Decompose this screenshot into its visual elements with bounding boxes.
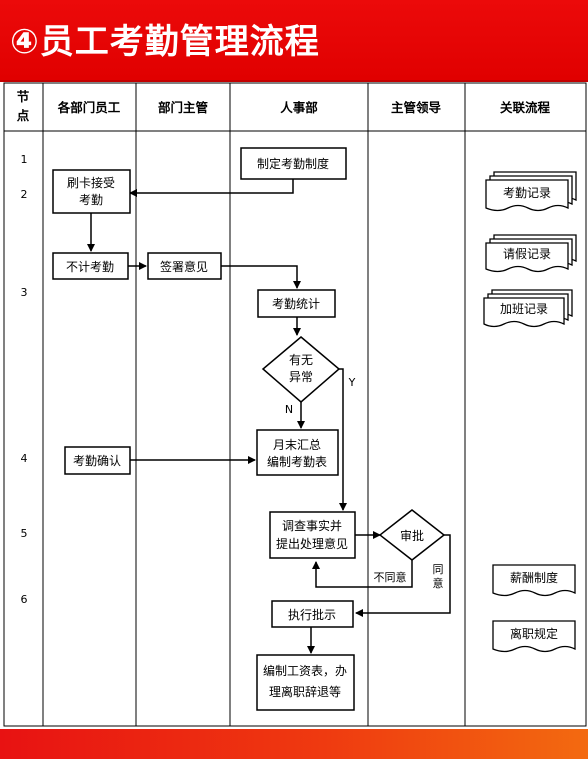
attendance-record-label: 考勤记录 xyxy=(503,186,551,200)
clock-in-label-line2: 考勤 xyxy=(79,193,103,207)
salary-policy-doc xyxy=(492,564,576,597)
header-lane-hr: 人事部 xyxy=(280,100,318,115)
monthly-summary-label-line1: 月末汇总 xyxy=(273,438,321,452)
overtime-record-label: 加班记录 xyxy=(500,302,548,316)
attendance-record-doc xyxy=(485,171,577,212)
investigate-box xyxy=(269,511,356,559)
leave-record-doc xyxy=(485,234,577,273)
footer-band xyxy=(0,729,588,759)
edge-rules-to-clockin xyxy=(129,179,294,197)
investigate-label-line1: 调查事实并 xyxy=(282,518,342,533)
row-number-4: 4 xyxy=(21,452,28,465)
header-lane-supervisor: 部门主管 xyxy=(158,100,208,115)
abnormal-decision xyxy=(261,336,341,403)
clock-in-label-line1: 刷卡接受 xyxy=(67,175,115,190)
yes-label: Y xyxy=(348,376,356,389)
payroll-label-line1: 编制工资表，办 xyxy=(263,663,347,678)
page-title: ④员工考勤管理流程 xyxy=(10,22,320,62)
edge-sign-to-statistics xyxy=(221,265,301,289)
header-node-line2: 点 xyxy=(17,108,30,123)
abnormal-label-line2: 异常 xyxy=(289,370,313,384)
approve-label: 审批 xyxy=(400,528,424,543)
resignation-policy-label: 离职规定 xyxy=(510,626,558,641)
salary-policy-label: 薪酬制度 xyxy=(510,570,558,585)
clock-in-box xyxy=(52,169,131,214)
title-banner: ④员工考勤管理流程 xyxy=(0,0,588,82)
row-number-2: 2 xyxy=(21,188,28,201)
overtime-record-doc xyxy=(483,289,573,328)
sign-opinion-box xyxy=(147,252,222,280)
resignation-policy-doc xyxy=(492,620,576,653)
payroll-box xyxy=(256,654,355,711)
approve-decision xyxy=(378,509,446,561)
disagree-label: 不同意 xyxy=(374,570,407,584)
row-number-3: 3 xyxy=(21,286,28,299)
make-rules-box xyxy=(240,147,347,180)
statistics-label: 考勤统计 xyxy=(272,297,320,311)
agree-label-line1: 同 xyxy=(433,563,444,576)
confirm-label: 考勤确认 xyxy=(73,454,121,468)
edge-approve-agree xyxy=(355,534,451,617)
row-number-5: 5 xyxy=(21,527,28,540)
header-lane-related: 关联流程 xyxy=(500,100,551,115)
monthly-summary-box xyxy=(256,429,339,476)
connectors xyxy=(87,179,451,654)
execute-box xyxy=(271,600,354,628)
payroll-label-line2: 理离职辞退等 xyxy=(269,684,341,699)
make-rules-label: 制定考勤制度 xyxy=(257,156,329,171)
investigate-label-line2: 提出处理意见 xyxy=(276,536,348,551)
execute-label: 执行批示 xyxy=(288,607,336,622)
statistics-box xyxy=(257,289,336,318)
abnormal-label-line1: 有无 xyxy=(289,353,313,367)
header-lane-employees: 各部门员工 xyxy=(57,100,121,115)
monthly-summary-label-line2: 编制考勤表 xyxy=(267,454,327,469)
sign-opinion-label: 签署意见 xyxy=(160,259,208,274)
no-attendance-box xyxy=(52,252,129,280)
edge-approve-disagree xyxy=(312,560,413,588)
no-attendance-label: 不计考勤 xyxy=(66,260,114,274)
no-label: N xyxy=(285,403,293,416)
agree-label-line2: 意 xyxy=(433,576,444,590)
confirm-box xyxy=(64,446,131,475)
header-node-line1: 节 xyxy=(17,89,30,104)
header-lane-leader: 主管领导 xyxy=(391,100,442,115)
row-number-1: 1 xyxy=(21,153,28,166)
leave-record-label: 请假记录 xyxy=(503,247,551,261)
row-number-6: 6 xyxy=(21,593,28,606)
